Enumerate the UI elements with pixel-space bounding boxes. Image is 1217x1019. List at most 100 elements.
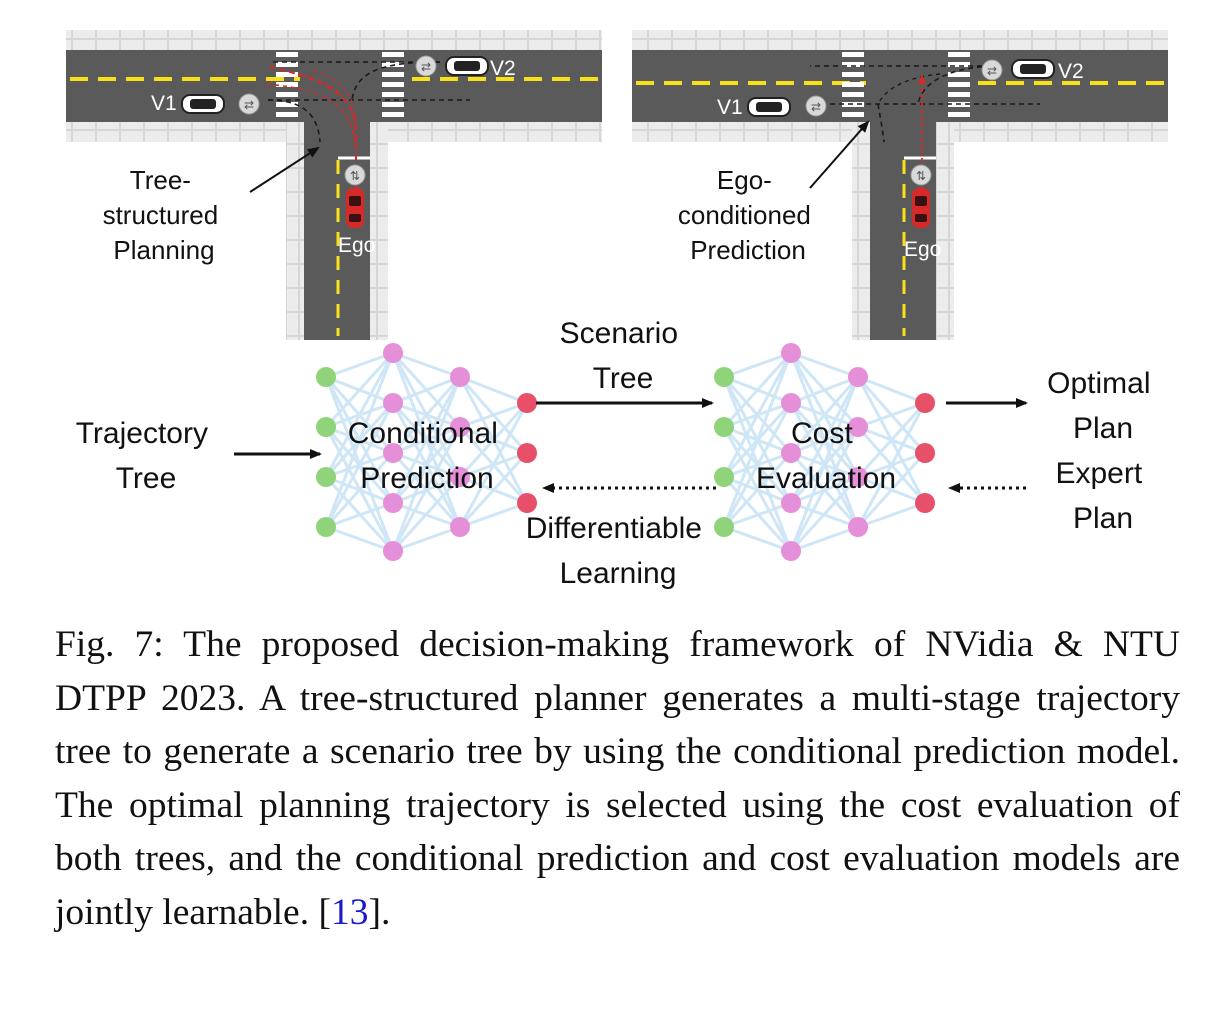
- network-edge: [723, 501, 792, 529]
- network-node: [316, 367, 336, 387]
- ego-label: Ego: [904, 238, 941, 261]
- network-node: [848, 367, 868, 387]
- ego-plan-trajectory: [311, 69, 357, 131]
- network-edge: [723, 525, 792, 553]
- optimal-plan-label: Optimal Plan: [1047, 367, 1159, 445]
- curb-vertical-right: [370, 122, 388, 340]
- network-node: [517, 443, 537, 463]
- ego-label: Ego: [338, 234, 375, 257]
- citation-link[interactable]: 13: [330, 891, 369, 933]
- network-node: [383, 343, 403, 363]
- network-edge: [722, 352, 793, 528]
- network-node: [781, 443, 801, 463]
- network-edge: [857, 501, 926, 529]
- framework-diagram: V1 ⇄ ⇄ V2 ⇅ Ego Tree- structured Plannin…: [66, 30, 1168, 590]
- network-edge: [391, 475, 462, 553]
- differentiable-learning-label: Differentiable Learning: [526, 512, 711, 590]
- network-edge: [857, 375, 926, 405]
- vehicle-v1: V1 ⇄: [717, 95, 827, 119]
- direction-indicator-icon: [981, 59, 1003, 81]
- network-edge: [392, 375, 461, 405]
- network-edge: [391, 376, 462, 552]
- network-node: [848, 467, 868, 487]
- network-edge: [391, 376, 462, 454]
- ego-plan-trajectory: [265, 65, 357, 190]
- network-edge: [856, 402, 927, 528]
- network-edge: [790, 525, 859, 553]
- network-edge: [458, 451, 529, 529]
- vehicle-v2-label: V2: [490, 57, 516, 80]
- horizontal-road: [66, 50, 602, 122]
- left-intersection-scene: V1 ⇄ ⇄ V2 ⇅ Ego Tree- structured Plannin…: [66, 30, 602, 340]
- network-edge: [458, 401, 529, 479]
- network-edge: [723, 351, 792, 379]
- curb-bottom-right: [372, 122, 602, 142]
- network-edge: [324, 352, 395, 478]
- network-node: [781, 393, 801, 413]
- network-node: [517, 393, 537, 413]
- network-node: [316, 417, 336, 437]
- direction-indicator-icon: [805, 95, 827, 117]
- caption-text: Fig. 7: The proposed decision-making fra…: [55, 624, 1180, 933]
- vehicle-v2: ⇄ V2: [981, 59, 1084, 83]
- network-node: [781, 493, 801, 513]
- cost-evaluation-label: Cost Evaluation: [756, 417, 896, 495]
- conditional-prediction-label: Conditional Prediction: [348, 417, 506, 495]
- network-edge: [789, 475, 860, 553]
- crosswalk-left: [276, 52, 298, 117]
- prediction-trajectory: [351, 61, 441, 101]
- network-edge: [789, 426, 860, 552]
- curb-vertical-left: [286, 122, 304, 340]
- network-edge: [458, 402, 529, 528]
- network-edge: [325, 501, 394, 529]
- ego-plan-trajectory: [265, 83, 357, 151]
- curb-top: [66, 30, 602, 50]
- network-edge: [392, 351, 461, 379]
- network-edge: [324, 351, 395, 429]
- network-edge: [324, 402, 395, 528]
- network-node: [316, 467, 336, 487]
- ego-vehicle: ⇅ Ego: [338, 164, 375, 257]
- curb-bottom-left: [66, 122, 302, 142]
- network-node: [383, 541, 403, 561]
- expert-plan-label: Expert Plan: [1055, 457, 1150, 535]
- curb-vertical-right: [936, 122, 954, 340]
- direction-indicator-icon: [238, 93, 260, 115]
- network-node: [915, 393, 935, 413]
- trajectory-tree-label: Trajectory Tree: [76, 417, 217, 495]
- network-edge: [325, 525, 394, 553]
- network-node: [383, 443, 403, 463]
- curb-vertical-left: [852, 122, 870, 340]
- svg-text:⇄: ⇄: [244, 98, 254, 112]
- prediction-trajectory: [877, 103, 885, 143]
- ego-vehicle: ⇅ Ego: [904, 164, 941, 261]
- figure-caption: Fig. 7: The proposed decision-making fra…: [55, 618, 1180, 939]
- network-node: [915, 493, 935, 513]
- svg-text:⇄: ⇄: [421, 60, 431, 74]
- network-node: [714, 417, 734, 437]
- direction-indicator-icon: [344, 164, 366, 186]
- network-edge: [722, 402, 793, 528]
- network-edge: [722, 451, 793, 529]
- crosswalk-right: [382, 52, 404, 117]
- network-node: [915, 443, 935, 463]
- prediction-trajectory: [877, 73, 941, 105]
- vehicle-v1-label: V1: [717, 96, 743, 119]
- label-pointer-arrow: [249, 146, 320, 193]
- direction-indicator-icon: [910, 164, 932, 186]
- conditional-prediction-network: [316, 343, 537, 561]
- curb-top: [632, 30, 1168, 50]
- network-node: [714, 367, 734, 387]
- right-intersection-scene: V1 ⇄ ⇄ V2 ⇅ Ego Ego- conditioned Predict…: [632, 30, 1168, 340]
- network-edge: [392, 525, 461, 553]
- network-edge: [789, 376, 860, 454]
- network-edge: [324, 352, 395, 528]
- network-node: [450, 517, 470, 537]
- network-edge: [391, 426, 462, 552]
- vehicle-v2-label: V2: [1058, 60, 1084, 83]
- network-node: [450, 367, 470, 387]
- ego-plan-trajectory: [299, 73, 357, 151]
- network-node: [450, 467, 470, 487]
- network-edge: [856, 401, 927, 479]
- network-node: [316, 517, 336, 537]
